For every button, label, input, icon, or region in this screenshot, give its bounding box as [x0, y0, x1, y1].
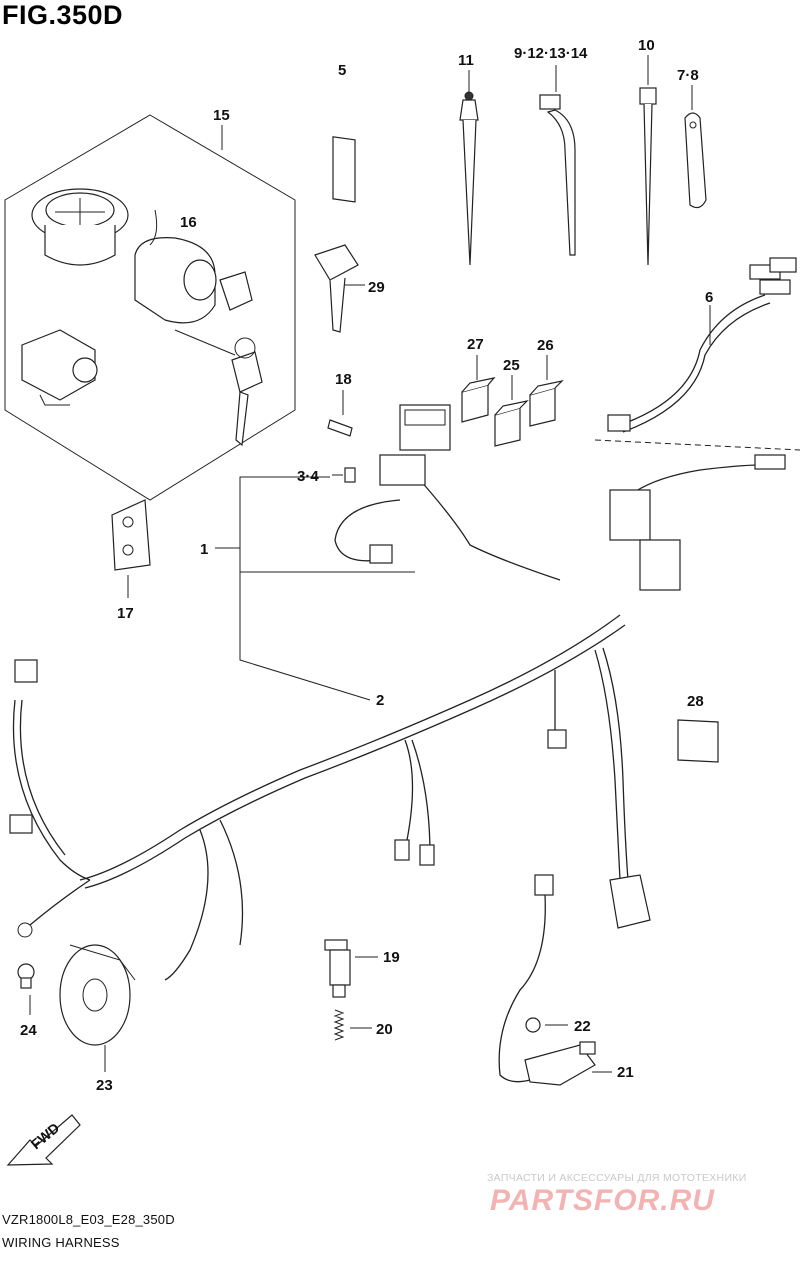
harness-band-part [539, 65, 576, 256]
callout-21: 21 [617, 1064, 634, 1081]
key-blank-part [314, 244, 365, 333]
spring-part [333, 1009, 372, 1041]
figure-caption: WIRING HARNESS [2, 1235, 120, 1250]
callout-24: 24 [20, 1022, 37, 1039]
callout-28: 28 [687, 693, 704, 710]
callout-9-12-13-14: 9·12·13·14 [514, 45, 588, 62]
screw-part [327, 390, 353, 437]
main-harness-part [9, 614, 651, 981]
callout-10: 10 [638, 37, 655, 54]
ignition-cap-part [31, 188, 129, 266]
figure-title: FIG.350D [2, 0, 124, 30]
callout-18: 18 [335, 371, 352, 388]
callout-25: 25 [503, 357, 520, 374]
callout-15: 15 [213, 107, 230, 124]
callout-23: 23 [96, 1077, 113, 1094]
callout-2: 2 [376, 692, 384, 709]
steering-lock-part [21, 329, 98, 406]
upper-harness-part [334, 454, 786, 591]
cable-tie-part [639, 55, 657, 266]
callout-27: 27 [467, 336, 484, 353]
callout-29: 29 [368, 279, 385, 296]
ignition-switch-part [134, 209, 236, 356]
group-1-bracket [215, 476, 415, 701]
callout-16: 16 [180, 214, 197, 231]
callout-11: 11 [458, 52, 474, 69]
bolt-part-22 [525, 1017, 568, 1033]
bolt-part [17, 963, 35, 1015]
callout-1: 1 [200, 541, 208, 558]
callout-26: 26 [537, 337, 554, 354]
figure-code: VZR1800L8_E03_E28_350D [2, 1212, 175, 1227]
sensor-part-21 [498, 874, 612, 1086]
clamp-tie-part [459, 70, 479, 266]
relay-part-27 [461, 355, 496, 423]
switch-part-19 [324, 939, 378, 998]
callout-6: 6 [705, 289, 713, 306]
callout-3-4: 3·4 [297, 468, 319, 485]
sub-harness-part [594, 257, 800, 451]
bracket-part [111, 499, 151, 598]
callout-20: 20 [376, 1021, 393, 1038]
callout-labels: 5 11 9·12·13·14 10 7·8 15 16 29 6 27 25 … [20, 37, 713, 1094]
ignition-key-part [219, 271, 263, 447]
callout-17: 17 [117, 605, 134, 622]
strap-part [684, 85, 707, 209]
label-part-28 [677, 719, 719, 763]
callout-22: 22 [574, 1018, 591, 1035]
watermark-logo: PARTSFOR.RU [490, 1184, 715, 1217]
fuse-part [344, 467, 356, 483]
callout-5: 5 [338, 62, 346, 79]
relay-part-26 [529, 355, 564, 427]
callout-7-8: 7·8 [677, 67, 699, 84]
ignition-switch-box [4, 114, 296, 501]
horn-part [59, 944, 136, 1072]
watermark-tagline: ЗАПЧАСТИ И АКСЕССУАРЫ ДЛЯ МОТОТЕХНИКИ [487, 1172, 747, 1184]
label-sticker-part [332, 136, 356, 203]
relay-part-25 [494, 375, 529, 447]
fuse-box-part [399, 404, 451, 451]
callout-19: 19 [383, 949, 400, 966]
fwd-arrow-icon: FWD [6, 1114, 81, 1166]
